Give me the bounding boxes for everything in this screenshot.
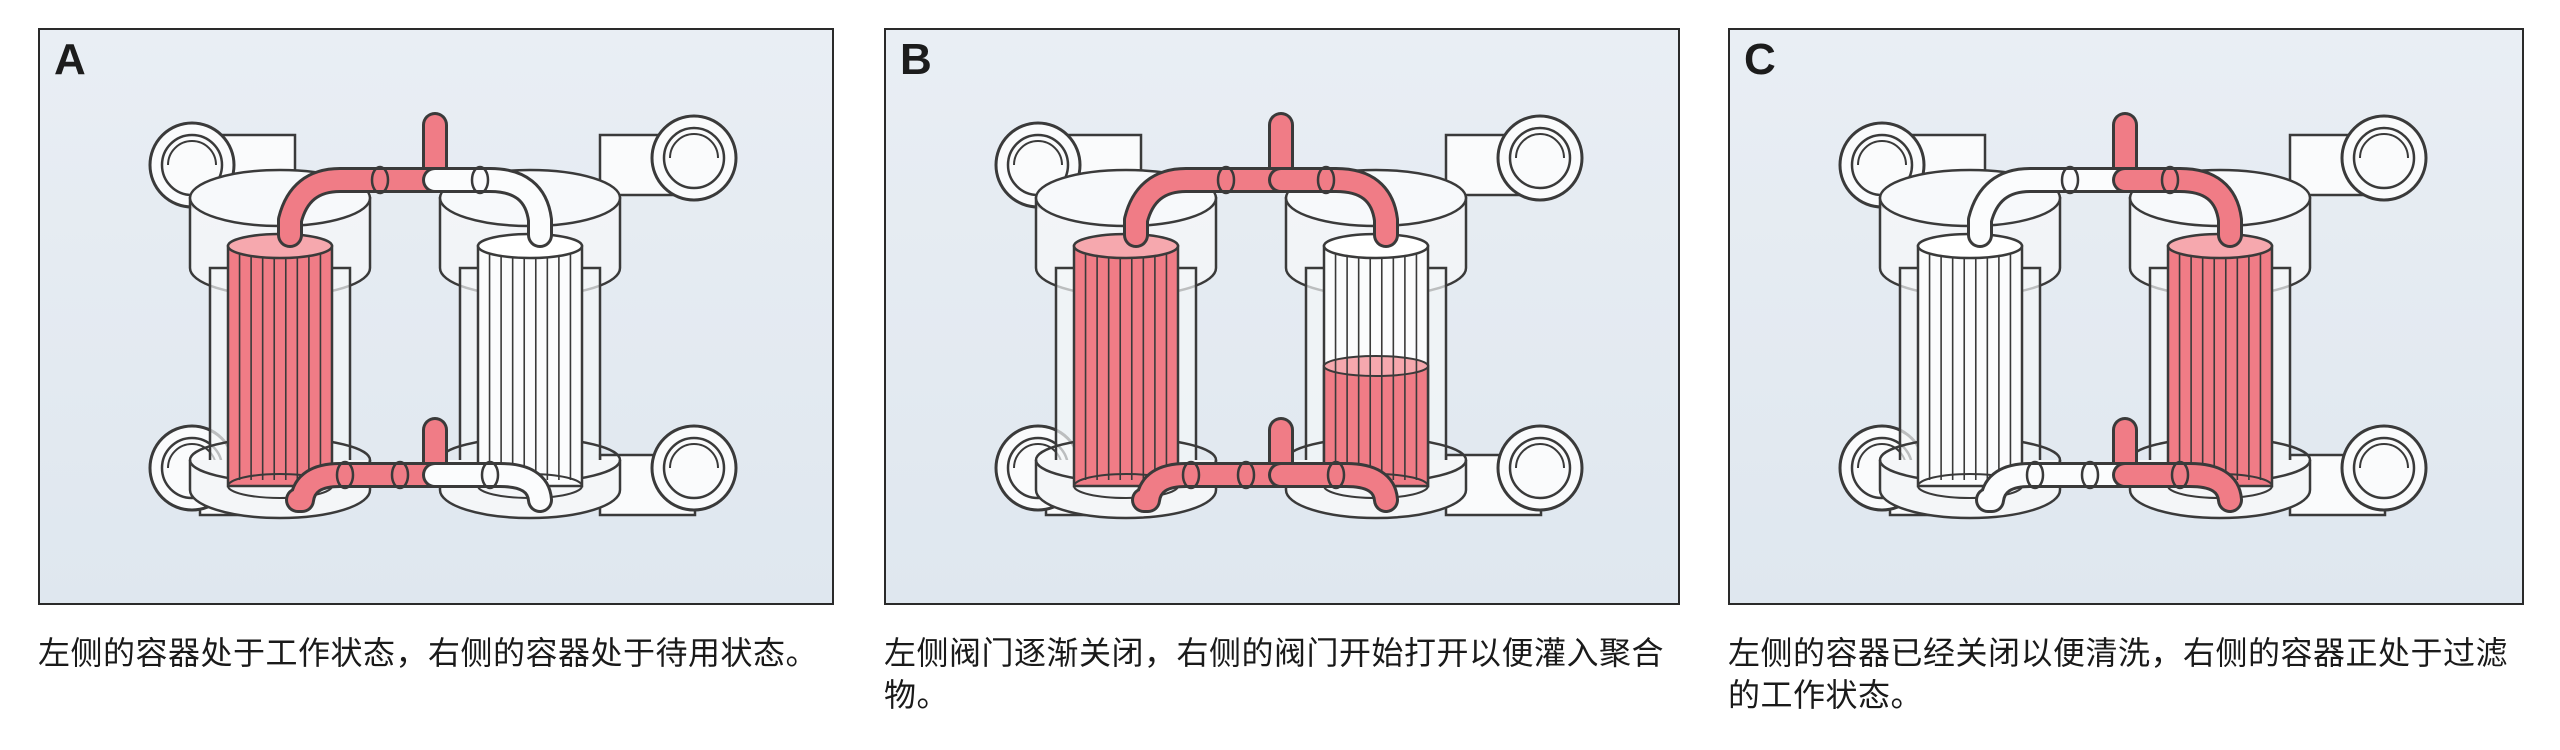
caption-a: 左侧的容器处于工作状态，右侧的容器处于待用状态。 — [38, 634, 819, 672]
valve-ring-2 — [1181, 460, 1201, 490]
valve-ring-3 — [1326, 460, 1346, 490]
caption-b: 左侧阀门逐渐关闭，右侧的阀门开始打开以便灌入聚合物。 — [884, 634, 1665, 714]
top-right-wheel — [1496, 114, 1584, 202]
right-filter-cartridge — [2166, 244, 2274, 488]
top-left-pipe — [1970, 170, 2135, 245]
top-left-pipe — [1126, 170, 1291, 245]
panel-c: C — [1728, 28, 2524, 605]
top-right-wheel — [650, 114, 738, 202]
valve-ring-3 — [2170, 460, 2190, 490]
right-filter-cartridge — [476, 244, 584, 488]
valve-ring-0 — [370, 165, 390, 195]
valve-ring-4 — [1236, 460, 1256, 490]
bottom-right-pipe — [425, 465, 550, 510]
right-container — [1284, 168, 1468, 520]
top-right-wheel — [2340, 114, 2428, 202]
filter-diagram-b — [994, 112, 1584, 520]
top-right-pipe — [1271, 170, 1396, 245]
filter-diagram-c — [1838, 112, 2428, 520]
filter-diagram-a — [148, 112, 738, 520]
valve-ring-2 — [2025, 460, 2045, 490]
left-container — [1034, 168, 1218, 520]
caption-c: 左侧的容器已经关闭以便清洗，右侧的容器正处于过滤的工作状态。 — [1728, 634, 2509, 714]
bottom-left-pipe — [1978, 465, 2135, 510]
bottom-right-pipe — [2115, 465, 2240, 510]
bottom-right-wheel — [650, 424, 738, 512]
bottom-left-pipe — [288, 465, 445, 510]
panel-a: A — [38, 28, 834, 605]
valve-ring-0 — [1216, 165, 1236, 195]
diagram-group — [148, 112, 738, 520]
valve-ring-4 — [2080, 460, 2100, 490]
top-left-pipe — [280, 170, 445, 245]
left-filter-cartridge — [226, 244, 334, 488]
valve-ring-4 — [390, 460, 410, 490]
left-filter-cartridge — [1072, 244, 1180, 488]
valve-ring-1 — [470, 165, 490, 195]
valve-ring-3 — [480, 460, 500, 490]
diagram-group — [994, 112, 1584, 520]
valve-ring-1 — [2160, 165, 2180, 195]
valve-ring-1 — [1316, 165, 1336, 195]
panel-letter-a: A — [54, 35, 86, 84]
bottom-right-pipe — [1271, 465, 1396, 510]
valve-ring-2 — [335, 460, 355, 490]
bottom-left-pipe — [1134, 465, 1291, 510]
top-right-pipe — [425, 170, 550, 245]
diagram-group — [1838, 112, 2428, 520]
valve-ring-0 — [2060, 165, 2080, 195]
panel-letter-b: B — [900, 35, 932, 84]
panel-letter-c: C — [1744, 35, 1776, 84]
left-filter-cartridge — [1916, 244, 2024, 488]
panel-b: B — [884, 28, 1680, 605]
bottom-right-wheel — [1496, 424, 1584, 512]
top-right-pipe — [2115, 170, 2240, 245]
bottom-right-wheel — [2340, 424, 2428, 512]
